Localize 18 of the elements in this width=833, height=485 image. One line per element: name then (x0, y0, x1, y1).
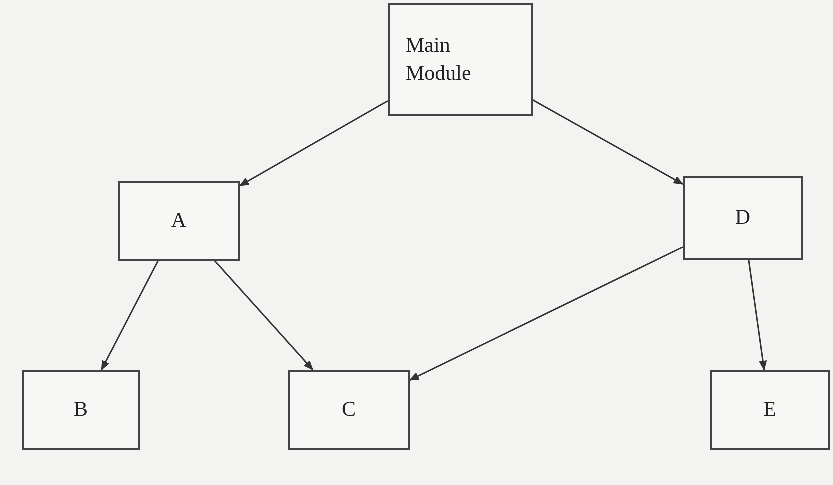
module-box (683, 176, 803, 260)
module-box (388, 3, 533, 116)
arrow (748, 260, 768, 371)
arrow (214, 260, 314, 371)
module-box (288, 370, 410, 450)
arrow (532, 100, 684, 185)
module-name: E (764, 396, 776, 424)
module-name: D (735, 204, 751, 232)
arrow (239, 100, 388, 187)
module-name: Main Module (406, 32, 472, 86)
arrow (101, 260, 159, 371)
module-name: A (171, 207, 187, 234)
module-box (118, 181, 240, 261)
module-box (22, 370, 140, 450)
module-name: B (74, 396, 88, 424)
module-box (710, 370, 830, 450)
module-name: C (342, 396, 356, 424)
arrow (409, 246, 684, 381)
